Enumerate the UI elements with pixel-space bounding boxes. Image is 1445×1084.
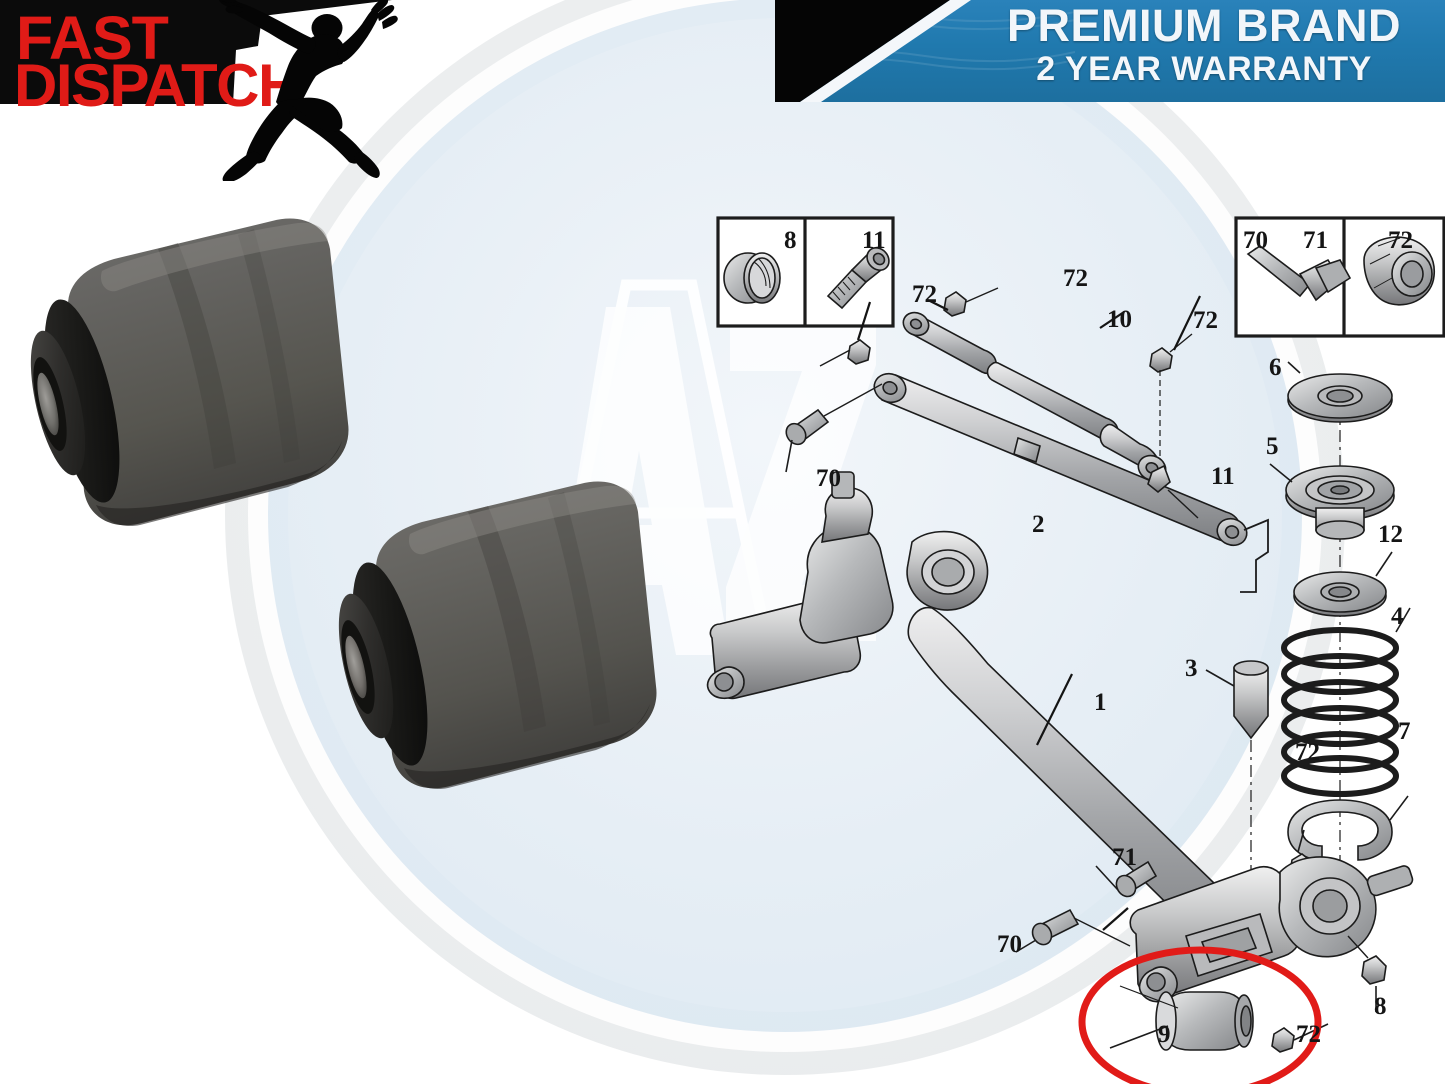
product-photo-bushing-lower <box>338 481 657 790</box>
callout-label-72e: 72 <box>1296 1021 1321 1048</box>
callout-label-8box: 8 <box>784 227 797 254</box>
running-man-silhouette-icon <box>219 0 398 181</box>
callout-label-9: 9 <box>1158 1021 1171 1048</box>
callout-label-72d: 72 <box>1295 739 1320 766</box>
banner-title: PREMIUM BRAND <box>1007 0 1401 51</box>
callout-label-5: 5 <box>1266 433 1279 460</box>
callout-label-6: 6 <box>1269 354 1282 381</box>
callout-label-71a: 71 <box>1112 844 1137 871</box>
callout-label-72c: 72 <box>1193 307 1218 334</box>
callout-label-3: 3 <box>1185 655 1198 682</box>
callout-label-8a: 8 <box>1374 993 1387 1020</box>
callout-label-70a: 70 <box>816 465 841 492</box>
premium-brand-banner: PREMIUM BRAND 2 YEAR WARRANTY <box>775 0 1445 102</box>
callout-label-11a: 11 <box>1211 463 1235 490</box>
callout-label-12: 12 <box>1378 521 1403 548</box>
product-photo-bushing-upper <box>30 218 349 527</box>
callout-label-4: 4 <box>1391 603 1404 630</box>
callout-label-70box: 70 <box>1243 227 1268 254</box>
callout-label-72a: 72 <box>912 281 937 308</box>
callout-label-71box: 71 <box>1303 227 1328 254</box>
fast-dispatch-line1: FAST <box>16 4 169 72</box>
callout-label-10: 10 <box>1107 306 1132 333</box>
red-highlight-ellipse <box>1078 946 1322 1084</box>
callout-label-70b: 70 <box>997 931 1022 958</box>
callout-label-11box: 11 <box>862 227 886 254</box>
callout-label-7: 7 <box>1398 718 1411 745</box>
callout-label-72box: 72 <box>1388 227 1413 254</box>
callout-label-72b: 72 <box>1063 265 1088 292</box>
banner-subtitle: 2 YEAR WARRANTY <box>1036 50 1372 88</box>
fast-dispatch-line2: DISPATCH <box>14 52 301 119</box>
callout-label-1: 1 <box>1094 689 1107 716</box>
callout-label-2: 2 <box>1032 511 1045 538</box>
fast-dispatch-badge: FAST DISPATCH <box>0 0 400 185</box>
exploded-parts-diagram <box>706 216 1445 1084</box>
